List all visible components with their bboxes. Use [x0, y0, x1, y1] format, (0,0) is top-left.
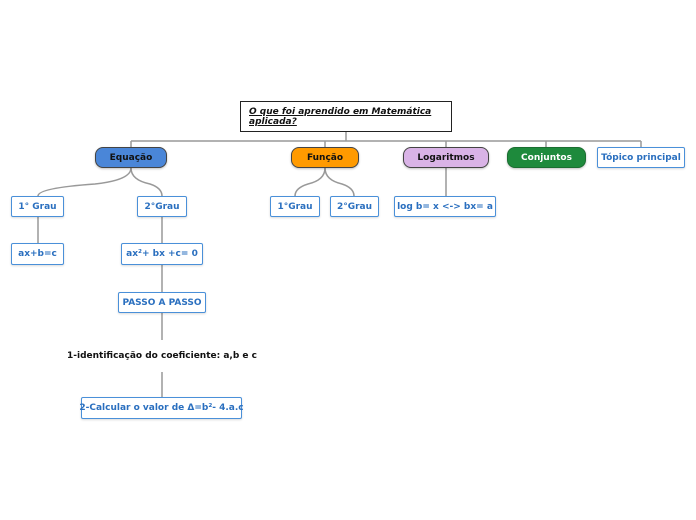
step-2-delta[interactable]: 2-Calcular o valor de Δ=b²- 4.a.c: [79, 397, 244, 419]
topic-conjuntos[interactable]: Conjuntos: [507, 147, 586, 168]
root-topic-label: O que foi aprendido em Matemática aplica…: [249, 106, 432, 127]
topic-conjuntos-label: Conjuntos: [521, 152, 572, 163]
passo-a-passo[interactable]: PASSO A PASSO: [118, 292, 206, 313]
funcao-1-grau[interactable]: 1°Grau: [270, 196, 320, 217]
formula-2-grau-label: ax²+ bx +c= 0: [126, 249, 198, 259]
funcao-2-grau[interactable]: 2°Grau: [330, 196, 379, 217]
root-topic[interactable]: O que foi aprendido em Matemática aplica…: [240, 101, 452, 132]
logaritmo-definicao-label: log b= x <-> bx= a: [397, 201, 493, 212]
formula-1-grau[interactable]: ax+b=c: [11, 243, 64, 265]
funcao-1-grau-label: 1°Grau: [277, 201, 313, 212]
topic-topico-principal-label: Tópico principal: [601, 152, 681, 163]
logaritmo-definicao[interactable]: log b= x <-> bx= a: [394, 196, 496, 217]
formula-1-grau-label: ax+b=c: [18, 249, 57, 259]
topic-equacao[interactable]: Equação: [95, 147, 167, 168]
topic-logaritmos[interactable]: Logaritmos: [403, 147, 489, 168]
topic-logaritmos-label: Logaritmos: [417, 152, 475, 163]
subtopic-1-grau-label: 1° Grau: [18, 201, 57, 212]
step-1-label: 1-identificação do coeficiente: a,b e c: [67, 351, 257, 361]
subtopic-2-grau[interactable]: 2°Grau: [137, 196, 187, 217]
step-1-coeficientes[interactable]: 1-identificação do coeficiente: a,b e c: [67, 347, 257, 365]
topic-topico-principal[interactable]: Tópico principal: [597, 147, 685, 168]
formula-2-grau[interactable]: ax²+ bx +c= 0: [121, 243, 203, 265]
topic-funcao[interactable]: Função: [291, 147, 359, 168]
subtopic-2-grau-label: 2°Grau: [144, 201, 180, 212]
subtopic-1-grau[interactable]: 1° Grau: [11, 196, 64, 217]
funcao-2-grau-label: 2°Grau: [336, 201, 373, 212]
step-2-label: 2-Calcular o valor de Δ=b²- 4.a.c: [79, 403, 244, 413]
passo-a-passo-label: PASSO A PASSO: [122, 297, 202, 308]
topic-funcao-label: Função: [306, 152, 344, 163]
topic-equacao-label: Equação: [109, 152, 153, 163]
